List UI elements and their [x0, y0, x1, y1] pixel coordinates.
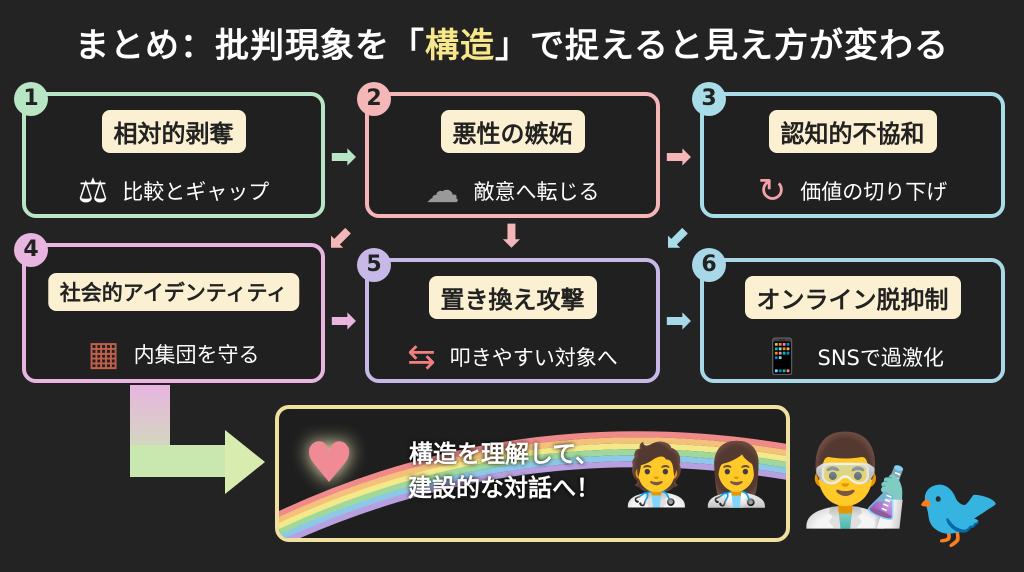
- arrow-right-icon: ➡: [665, 137, 692, 175]
- step-6-box: 6 オンライン脱抑制 📱 SNSで過激化: [692, 248, 1005, 383]
- step-1-box: 1 相対的剥奪 ⚖ 比較とギャップ: [14, 82, 325, 218]
- thought-cycle-icon: ↻: [757, 171, 787, 211]
- step-number: 6: [692, 248, 726, 282]
- arrow-right-icon: ➡: [330, 137, 357, 175]
- arrow-right-icon: ➡: [665, 301, 692, 339]
- doctor-female-icon: 👩‍⚕️: [699, 440, 774, 510]
- conclusion-box: ♥ 構造を理解して、建設的な対話へ！ 🧑‍⚕️ 👩‍⚕️: [275, 405, 790, 542]
- step-label: 認知的不協和: [768, 110, 937, 153]
- step-5-box: 5 置き換え攻撃 ⇆ 叩きやすい対象へ: [357, 248, 660, 383]
- step-4-box: 4 社会的アイデンティティ ▦ 内集団を守る: [14, 233, 325, 383]
- path-arrow-icon: [130, 445, 230, 477]
- path-arrowhead-icon: [225, 430, 265, 494]
- bird-mascot-icon: 🐦: [915, 471, 1003, 553]
- step-number: 5: [357, 248, 391, 282]
- step-text: SNSで過激化: [817, 346, 944, 370]
- step-label: 置き換え攻撃: [428, 276, 597, 319]
- step-3-box: 3 認知的不協和 ↻ 価値の切り下げ: [692, 82, 1005, 218]
- scales-icon: ⚖: [77, 171, 109, 211]
- phone-mask-icon: 📱: [761, 337, 804, 377]
- step-label: 相対的剥奪: [101, 110, 246, 153]
- step-text: 比較とギャップ: [122, 180, 270, 204]
- page-title: まとめ：批判現象を「構造」で捉えると見え方が変わる: [75, 26, 949, 66]
- step-2-box: 2 悪性の嫉妬 ☁ 敵意へ転じる: [357, 82, 660, 218]
- step-text: 叩きやすい対象へ: [449, 346, 618, 370]
- arrow-down-icon: ⬇: [498, 217, 525, 255]
- step-label: 社会的アイデンティティ: [47, 273, 300, 311]
- step-label: オンライン脱抑制: [744, 276, 961, 319]
- arrow-down-left-icon: ⬋: [328, 217, 355, 255]
- wall-group-icon: ▦: [87, 334, 120, 374]
- redirect-arrow-icon: ⇆: [407, 337, 436, 377]
- conclusion-line-2: 建設的な対話へ！: [408, 474, 600, 502]
- step-number: 4: [14, 233, 48, 267]
- arrow-down-left-icon: ⬋: [665, 217, 692, 255]
- step-text: 価値の切り下げ: [800, 180, 948, 204]
- angry-cloud-icon: ☁: [425, 171, 460, 211]
- professor-character-icon: 👨‍🔬: [800, 428, 910, 531]
- step-number: 2: [357, 82, 391, 116]
- step-text: 内集団を守る: [133, 343, 260, 367]
- step-number: 1: [14, 82, 48, 116]
- doctor-male-icon: 🧑‍⚕️: [619, 440, 694, 510]
- rainbow-icon: [279, 431, 786, 538]
- step-text: 敵意へ転じる: [473, 180, 600, 204]
- conclusion-line-1: 構造を理解して、: [408, 440, 600, 468]
- heart-icon: ♥: [304, 431, 355, 496]
- step-number: 3: [692, 82, 726, 116]
- step-label: 悪性の嫉妬: [440, 110, 585, 153]
- arrow-right-icon: ➡: [330, 301, 357, 339]
